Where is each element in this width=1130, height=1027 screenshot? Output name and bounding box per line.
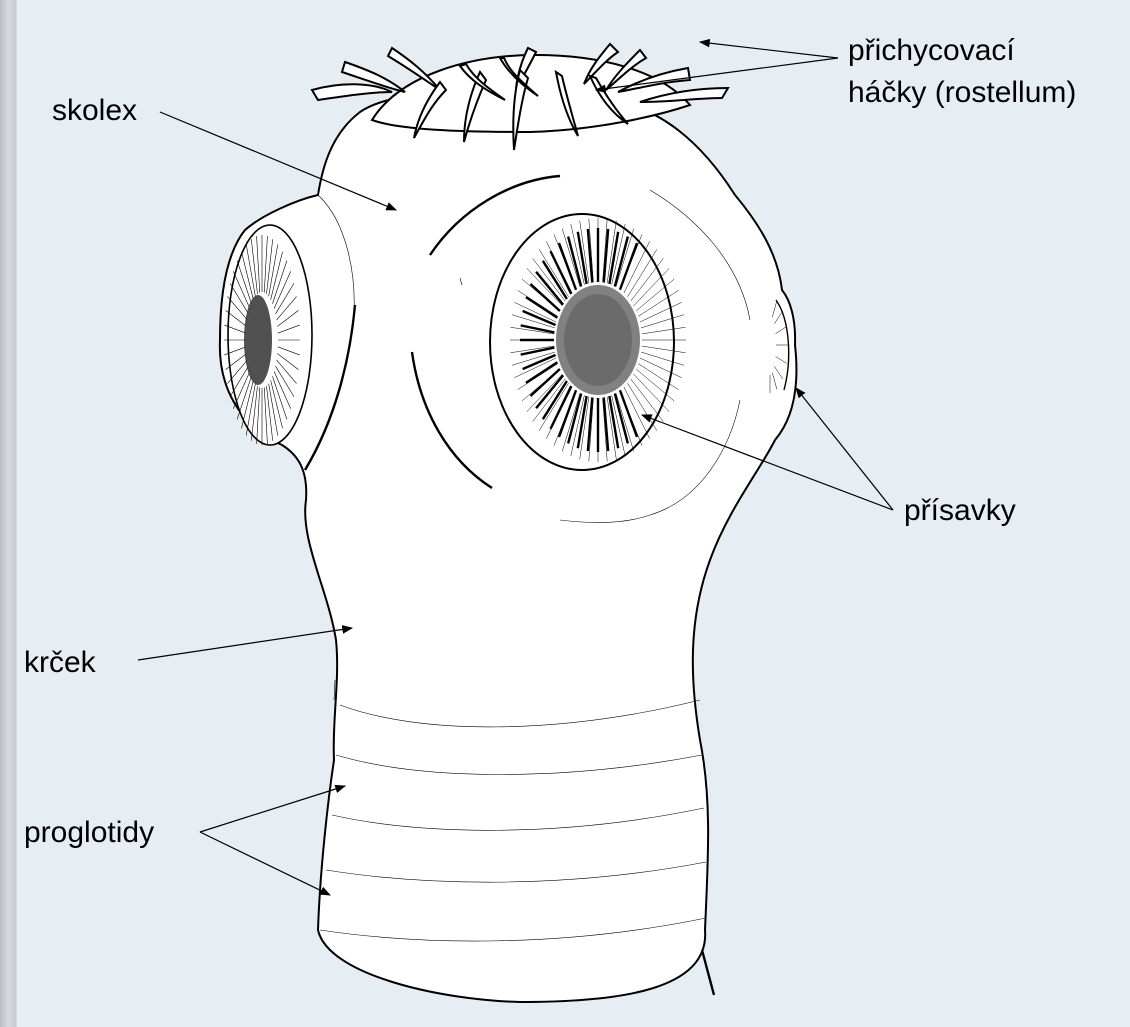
tapeworm-body: [220, 55, 797, 1002]
hook: [312, 84, 392, 100]
label-neck-text: krček: [24, 646, 97, 679]
label-suckers-text: přísavky: [904, 494, 1016, 527]
label-hooks-line1: přichycovací: [848, 34, 1015, 67]
label-proglottids-text: proglotidy: [24, 816, 154, 849]
label-hooks-line2: háčky (rostellum): [848, 76, 1076, 109]
label-scolex-text: skolex: [52, 94, 137, 127]
body-outline: [220, 90, 797, 1002]
label-neck: krček: [24, 628, 352, 679]
label-proglottids: proglotidy: [24, 786, 345, 895]
